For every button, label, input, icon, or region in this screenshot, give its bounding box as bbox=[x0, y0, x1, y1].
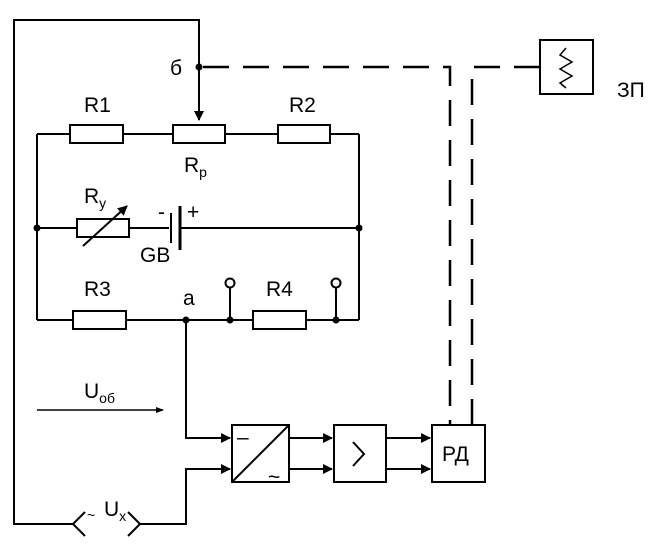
label-u-x-tilde: ~ bbox=[87, 507, 95, 523]
mechanical-link-dashed-2 bbox=[470, 65, 540, 425]
ry-variable-arrow bbox=[82, 205, 128, 247]
signal-wire-a bbox=[185, 320, 231, 443]
node-left-mid bbox=[33, 224, 41, 232]
resistor-r3 bbox=[72, 310, 127, 330]
label-zp: ЗП bbox=[617, 79, 645, 102]
u-x-bracket-left bbox=[71, 511, 86, 537]
amplifier-box bbox=[333, 424, 387, 483]
mechanical-link-dashed bbox=[203, 65, 452, 425]
label-gb-plus: + bbox=[187, 201, 199, 224]
signal-wire-ux bbox=[140, 464, 231, 525]
rd-box bbox=[431, 424, 486, 483]
resistor-rp bbox=[172, 124, 226, 144]
resistor-r1 bbox=[69, 124, 124, 144]
label-u-x: Ux bbox=[104, 498, 126, 524]
label-converter-dash: – bbox=[237, 426, 249, 449]
label-ry: Ry bbox=[84, 185, 106, 211]
resistor-r4 bbox=[252, 310, 307, 330]
zp-box bbox=[539, 39, 594, 95]
label-node-a: а bbox=[183, 287, 195, 310]
label-rd: РД bbox=[442, 443, 469, 466]
terminal-right bbox=[330, 277, 342, 289]
label-converter-tilde: ~ bbox=[268, 466, 280, 489]
resistor-r2 bbox=[277, 124, 331, 144]
label-node-b: б bbox=[170, 57, 182, 80]
zigzag-icon bbox=[558, 47, 574, 89]
label-gb-minus: - bbox=[158, 201, 165, 224]
label-r1: R1 bbox=[84, 94, 111, 117]
terminal-left bbox=[224, 277, 236, 289]
node-b-dot bbox=[195, 63, 203, 71]
node-right-mid bbox=[355, 224, 363, 232]
label-rp: Rp bbox=[184, 154, 207, 180]
u-x-bracket-right bbox=[127, 511, 142, 537]
label-r2: R2 bbox=[289, 94, 316, 117]
amplifier-chevron-icon bbox=[352, 441, 366, 467]
converter-diagonal bbox=[231, 424, 290, 483]
label-r3: R3 bbox=[84, 278, 111, 301]
feedback-wire bbox=[13, 19, 200, 525]
label-r4: R4 bbox=[266, 278, 293, 301]
label-gb: GB bbox=[140, 244, 170, 267]
label-u-ob: Uоб bbox=[84, 380, 115, 406]
